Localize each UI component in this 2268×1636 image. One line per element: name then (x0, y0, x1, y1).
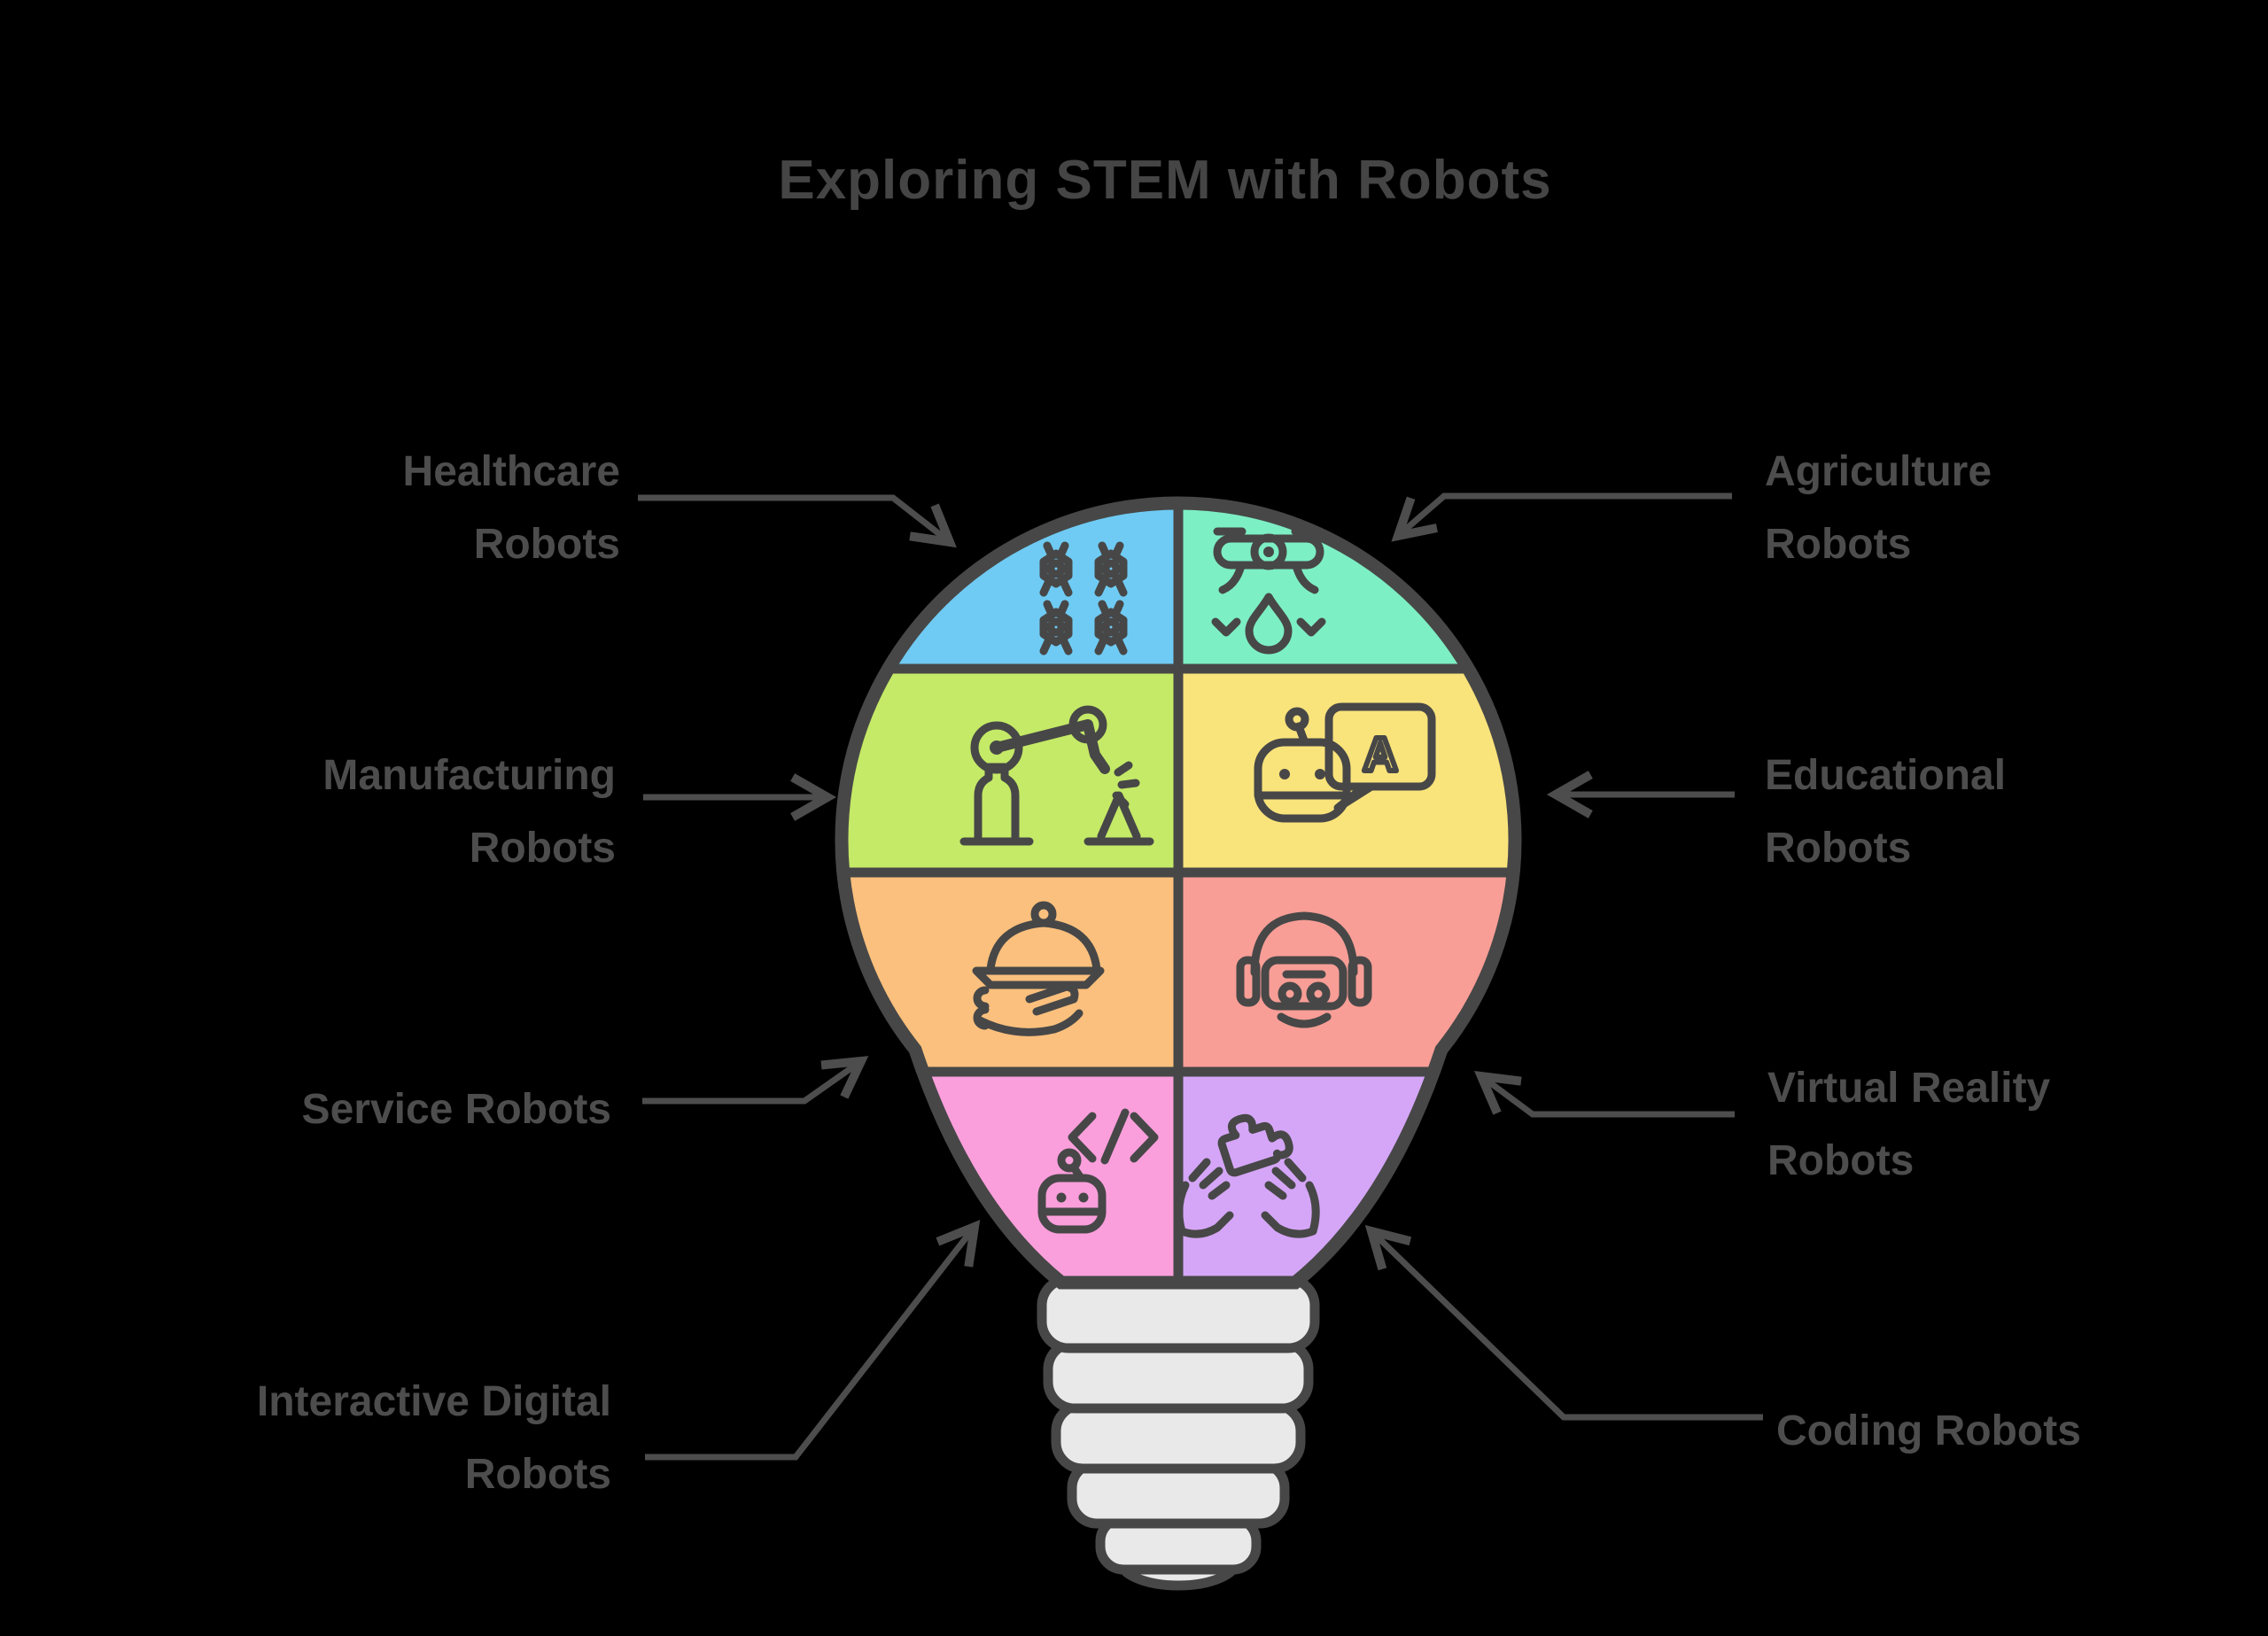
connector-manufacturing (643, 773, 837, 821)
label-manufacturing: Manufacturing Robots (322, 752, 616, 872)
connector-interactive-digital (645, 1220, 981, 1461)
label-service: Service Robots (301, 1086, 611, 1133)
connector-healthcare (638, 494, 957, 548)
bulb-outline (835, 496, 1522, 1290)
label-virtual-reality: Virtual Reality Robots (1767, 1065, 2051, 1184)
label-healthcare: Healthcare Robots (402, 448, 620, 568)
connector-service (642, 1056, 869, 1105)
segment-coding (1178, 1074, 1516, 1283)
hands-puzzle-icon (1179, 1113, 1316, 1234)
connector-agriculture (1391, 492, 1732, 542)
label-interactive-digital: Interactive Digital Robots (256, 1378, 611, 1498)
label-educational: Educational Robots (1765, 752, 2007, 872)
connector-virtual-reality (1473, 1070, 1735, 1118)
segment-interactive-digital (842, 1074, 1178, 1283)
label-coding: Coding Robots (1776, 1407, 2081, 1454)
speech-bubble-letter: A (1363, 728, 1398, 781)
robotic-arm-icon (959, 705, 1154, 846)
robot-speech-bubble-icon: A (1254, 702, 1436, 823)
connector-educational (1546, 771, 1735, 818)
connectors (638, 492, 1763, 1461)
vr-headset-icon (1236, 911, 1372, 1028)
drone-watering-icon (1211, 527, 1326, 655)
connector-coding (1364, 1224, 1763, 1421)
serving-hand-icon (972, 901, 1105, 1036)
bulb-screw-base (1037, 1274, 1320, 1591)
robot-code-icon (1037, 1108, 1159, 1234)
page-title: Exploring STEM with Robots (778, 150, 1552, 211)
label-agriculture: Agriculture Robots (1765, 448, 1992, 568)
segment-dividers (842, 502, 1516, 1283)
